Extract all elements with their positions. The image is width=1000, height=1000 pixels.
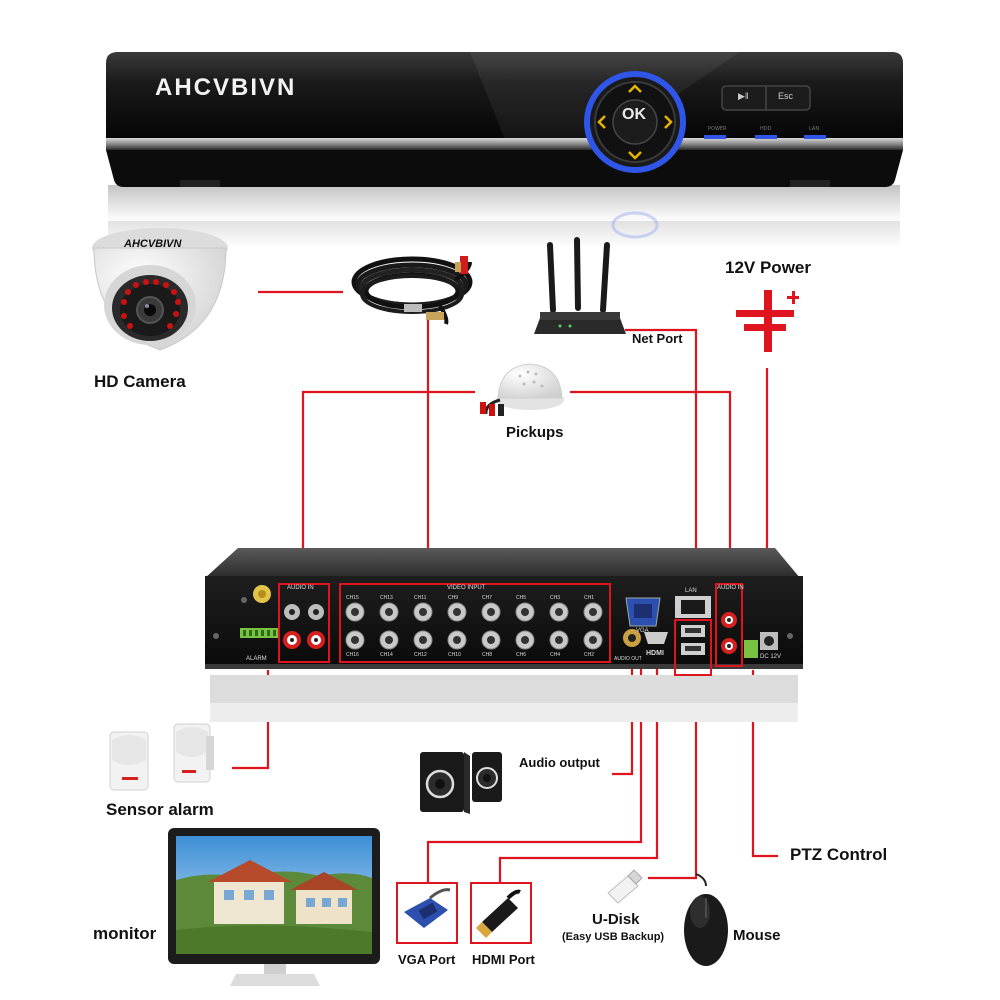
label-ch10: CH10	[448, 652, 461, 658]
label-ch12: CH12	[414, 652, 427, 658]
esc-button: Esc	[778, 91, 794, 101]
video-input-label: VIDEO INPUT	[447, 585, 486, 591]
audio-out-port-label: AUDIO OUT	[614, 656, 642, 662]
net-port-label: Net Port	[632, 331, 683, 346]
router-icon	[534, 237, 626, 334]
pickups-label: Pickups	[506, 424, 564, 441]
power-label: 12V Power	[725, 258, 811, 277]
bnc-ch10-pin	[453, 636, 461, 644]
label-ch4: CH4	[550, 652, 561, 658]
label-ch9: CH9	[448, 595, 459, 601]
hdmi-port-label: HDMI	[646, 650, 664, 657]
audio-output-label: Audio output	[519, 755, 600, 770]
camera-logo: AHCVBIVN	[124, 238, 182, 250]
vga-port-caption: VGA Port	[398, 952, 456, 967]
brand-logo: AHCVBIVN	[155, 74, 297, 101]
bnc-ch11-pin	[419, 608, 427, 616]
label-ch8: CH8	[482, 652, 493, 658]
label-ch15: CH15	[346, 595, 359, 601]
label-ch1: CH1	[584, 595, 595, 601]
svg-text:LAN: LAN	[809, 126, 819, 132]
label-ch3: CH3	[550, 595, 561, 601]
bnc-ch4-pin	[555, 636, 563, 644]
svg-text:POWER: POWER	[708, 126, 727, 132]
bnc-ch12-pin	[419, 636, 427, 644]
bnc-ch15-pin	[351, 608, 359, 616]
u-disk-label: U-Disk	[592, 911, 640, 928]
pir-sensor-icon	[109, 723, 214, 791]
hd-camera-label: HD Camera	[94, 372, 186, 391]
coax-cable-icon	[351, 256, 473, 325]
bnc-connector-grid	[345, 602, 603, 650]
bnc-ch2-pin	[589, 636, 597, 644]
power-symbol-icon	[736, 290, 799, 352]
hdmi-connector-icon	[470, 882, 532, 944]
label-ch14: CH14	[380, 652, 393, 658]
bnc-ch5-pin	[521, 608, 529, 616]
play-pause-button: ▶‖	[738, 91, 749, 101]
mouse-icon	[684, 873, 728, 966]
speaker-icon	[420, 752, 502, 814]
bnc-ch1-pin	[589, 608, 597, 616]
bnc-ch13-pin	[385, 608, 393, 616]
dvr-rear-panel	[205, 548, 803, 722]
bnc-ch8-pin	[487, 636, 495, 644]
sensor-alarm-label: Sensor alarm	[106, 800, 214, 819]
u-disk-note: (Easy USB Backup)	[562, 931, 665, 943]
audio-in-left-label: AUDIO IN	[287, 585, 314, 591]
label-ch6: CH6	[516, 652, 527, 658]
alarm-port-label: ALARM	[246, 656, 267, 662]
ptz-control-label: PTZ Control	[790, 845, 888, 864]
audio-in-right-label: AUDIO IN	[717, 585, 744, 591]
lan-port-label: LAN	[685, 588, 697, 594]
label-ch16: CH16	[346, 652, 359, 658]
dvr-front-panel: POWER HDD LAN	[106, 52, 903, 248]
label-ch7: CH7	[482, 595, 493, 601]
bnc-ch3-pin	[555, 608, 563, 616]
bnc-ch7-pin	[487, 608, 495, 616]
ok-button: OK	[622, 106, 646, 123]
label-ch2: CH2	[584, 652, 595, 658]
hdmi-port-caption: HDMI Port	[472, 952, 535, 967]
label-ch5: CH5	[516, 595, 527, 601]
bnc-ch16-pin	[351, 636, 359, 644]
bnc-ch14-pin	[385, 636, 393, 644]
bnc-ch9-pin	[453, 608, 461, 616]
monitor-icon	[168, 828, 380, 986]
usb-disk-icon	[607, 869, 643, 904]
bnc-ch6-pin	[521, 636, 529, 644]
label-ch13: CH13	[380, 595, 393, 601]
vga-port-label: VGA	[636, 628, 649, 634]
mouse-label: Mouse	[733, 927, 781, 944]
svg-text:HDD: HDD	[760, 126, 772, 132]
label-ch11: CH11	[414, 595, 427, 601]
monitor-label: monitor	[93, 924, 157, 943]
dc-port-label: DC 12V	[760, 654, 782, 660]
vga-connector-icon	[396, 882, 458, 944]
dome-camera-icon	[92, 228, 228, 351]
microphone-pickup-icon	[480, 363, 564, 416]
